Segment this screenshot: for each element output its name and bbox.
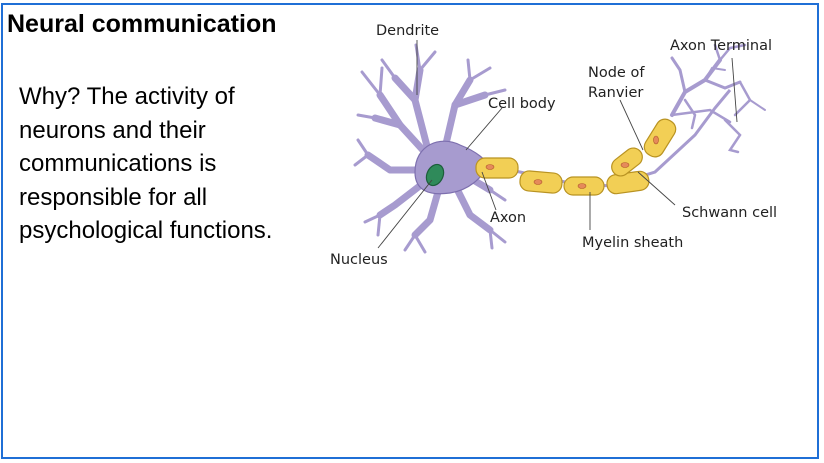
leader-lines: [377, 40, 738, 249]
label-cell-body: Cell body: [488, 96, 556, 112]
axon-terminal-branches: [670, 43, 766, 154]
myelin-sheath-segments: [475, 118, 677, 196]
label-myelin-sheath: Myelin sheath: [582, 235, 683, 251]
label-axon-terminal: Axon Terminal: [670, 38, 772, 54]
slide-body-text: Why? The activity of neurons and their c…: [19, 83, 273, 244]
schwann-nuclei: [485, 135, 659, 189]
dendrites: [353, 43, 507, 254]
label-schwann-cell: Schwann cell: [682, 205, 777, 221]
label-node-of-ranvier-2: Ranvier: [588, 85, 643, 101]
label-node-of-ranvier-1: Node of: [588, 65, 645, 81]
nucleus-shape: [425, 163, 445, 187]
label-dendrite: Dendrite: [376, 23, 439, 39]
slide-title: Neural communication: [7, 10, 277, 38]
label-axon: Axon: [490, 210, 526, 226]
neuron-diagram: Dendrite Cell body Node of Ranvier Axon …: [330, 23, 777, 268]
label-nucleus: Nucleus: [330, 252, 388, 268]
slide-frame: [1, 3, 819, 459]
